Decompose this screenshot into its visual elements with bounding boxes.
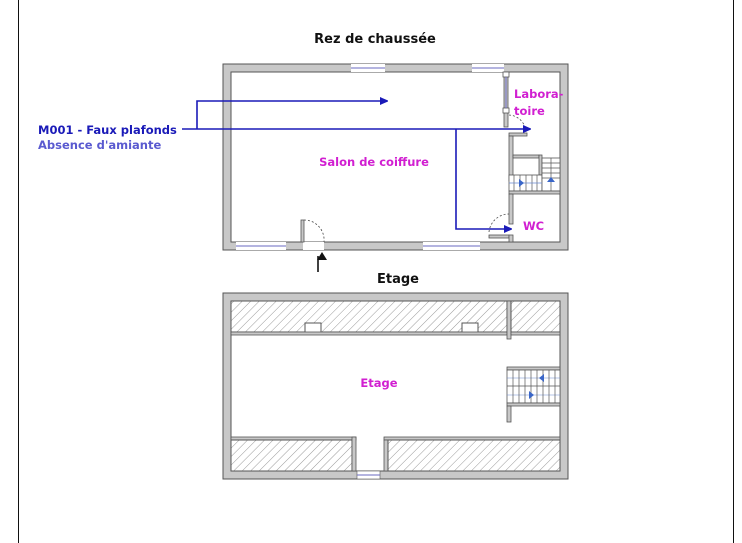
- arrow-to-wc: [455, 129, 511, 229]
- room-label-wc: WC: [523, 219, 544, 233]
- page-frame: [18, 0, 734, 543]
- room-label-etage: Etage: [360, 376, 397, 390]
- room-label-laboratoire-2: toire: [514, 104, 545, 118]
- room-label-salon: Salon de coiffure: [319, 155, 429, 169]
- upper-floor-plan: [222, 292, 569, 480]
- stairs-icon: [508, 157, 561, 192]
- ground-floor-plan: [222, 63, 569, 251]
- room-label-laboratoire-1: Labora-: [514, 87, 564, 101]
- legend: M001 - Faux plafonds Absence d'amiante: [38, 123, 177, 153]
- asbestos-result-label: Absence d'amiante: [38, 138, 162, 152]
- location-arrows: [182, 101, 530, 229]
- ground-floor-title: Rez de chaussée: [314, 32, 436, 47]
- upper-floor-title: Etage: [377, 272, 419, 287]
- material-code-label: M001 - Faux plafonds: [38, 123, 177, 137]
- arrow-to-salon: [196, 101, 387, 129]
- stairs-icon: [506, 366, 561, 423]
